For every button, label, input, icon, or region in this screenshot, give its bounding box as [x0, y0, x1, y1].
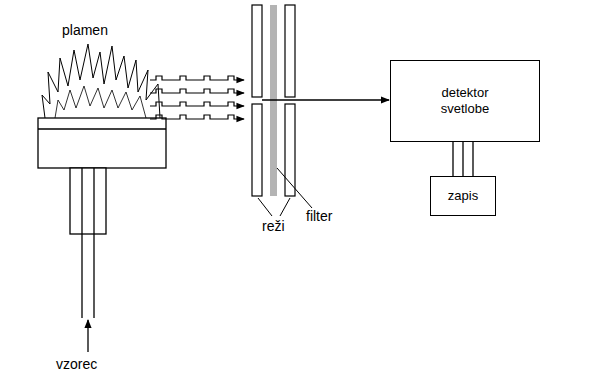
light-beam	[262, 99, 389, 100]
slits-label: reži	[262, 218, 285, 235]
filter-label: filter	[306, 208, 332, 225]
slit	[252, 104, 262, 196]
light-rays	[150, 76, 244, 119]
slit	[285, 5, 295, 97]
flame-label: plamen	[62, 22, 108, 39]
light-ray	[150, 115, 244, 119]
flame	[42, 44, 160, 118]
sample-tube	[81, 168, 82, 318]
sample-arrow	[87, 320, 88, 352]
recorder-box: zapis	[430, 176, 496, 216]
leader-line	[258, 198, 272, 216]
box-label: detektor svetlobe	[391, 85, 539, 117]
flame-inner	[55, 86, 146, 118]
burner-head	[38, 118, 166, 168]
cable	[453, 142, 473, 176]
box-label: zapis	[448, 188, 478, 204]
slit	[252, 5, 262, 97]
light-ray	[150, 89, 244, 93]
leader-line	[277, 168, 312, 208]
burner-tube	[70, 168, 106, 234]
sample-tube	[93, 168, 94, 318]
sample-label: vzorec	[56, 356, 97, 373]
light-ray	[150, 102, 244, 106]
light-ray	[150, 76, 244, 80]
leader-line	[280, 198, 290, 216]
burner-line	[38, 128, 166, 129]
detector-box: detektor svetlobe	[390, 60, 540, 142]
